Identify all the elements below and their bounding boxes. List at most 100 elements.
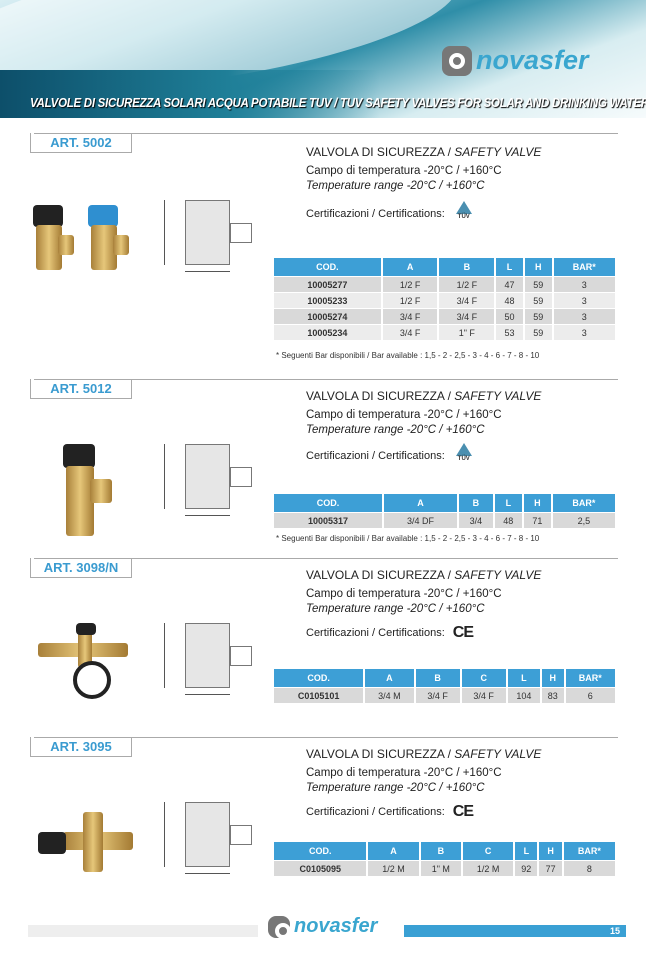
dimension-h — [164, 802, 165, 867]
drawing-valve-body — [185, 200, 230, 265]
dimension-h — [164, 623, 165, 688]
column-header: COD. — [274, 669, 364, 687]
product-photo — [28, 444, 148, 536]
dimension-l — [185, 873, 230, 874]
table-cell: 3/4 F — [461, 688, 506, 703]
section-divider — [34, 558, 618, 559]
article-number: ART. 5002 — [30, 133, 132, 153]
footer-logo: novasfer — [264, 915, 382, 939]
column-header: L — [496, 258, 523, 276]
title-english: SAFETY VALVE — [454, 389, 542, 403]
certifications: Certificazioni / Certifications: CE — [306, 803, 474, 821]
dimension-l — [185, 694, 230, 695]
dimension-h — [164, 444, 165, 509]
drawing-outlet — [230, 825, 252, 845]
table-cell: 1/2 F — [382, 293, 438, 308]
technical-drawing — [160, 618, 265, 698]
table-cell: 8 — [563, 861, 615, 876]
table-cell: 3/4 M — [365, 688, 414, 703]
table-cell: 1/2 F — [439, 277, 495, 292]
certifications: Certificazioni / Certifications: CE — [306, 624, 474, 642]
drawing-valve-body — [185, 623, 230, 688]
table-cell: 48 — [496, 293, 523, 308]
page-number: 15 — [404, 925, 626, 937]
column-header: BAR* — [565, 669, 615, 687]
product-code: C0105095 — [274, 861, 367, 876]
column-header: H — [524, 258, 552, 276]
logo-mark-icon — [268, 915, 291, 939]
column-header: A — [365, 669, 414, 687]
tuv-label: TÜV — [457, 456, 470, 462]
drawing-valve-body — [185, 802, 230, 867]
table-cell: 3/4 F — [439, 293, 495, 308]
table-cell: 6 — [565, 688, 615, 703]
table-cell: 59 — [524, 325, 552, 340]
table-cell: 77 — [539, 861, 562, 876]
brand-name: novasfer — [294, 915, 378, 937]
table-cell: 1/2 F — [382, 277, 438, 292]
temperature-range-en: Temperature range -20°C / +160°C — [306, 603, 485, 615]
table-cell: 3/4 — [459, 513, 493, 528]
column-header: C — [461, 669, 506, 687]
certifications-label: Certificazioni / Certifications: — [306, 208, 445, 220]
column-header: A — [384, 494, 458, 512]
product-code: 10005233 — [274, 293, 381, 308]
certifications-label: Certificazioni / Certifications: — [306, 450, 445, 462]
table-cell: 3 — [553, 293, 615, 308]
temperature-range-it: Campo di temperatura -20°C / +160°C — [306, 588, 502, 600]
column-header: H — [523, 494, 551, 512]
temperature-range-it: Campo di temperatura -20°C / +160°C — [306, 165, 502, 177]
column-header: L — [494, 494, 522, 512]
table-cell: 1" M — [420, 861, 462, 876]
dimension-l — [185, 271, 230, 272]
title-english: SAFETY VALVE — [454, 568, 542, 582]
column-header: B — [439, 258, 495, 276]
header-banner: novasfer VALVOLE DI SICUREZZA SOLARI ACQ… — [0, 0, 646, 118]
product-title: VALVOLA DI SICUREZZA / SAFETY VALVE — [306, 747, 541, 762]
column-header: A — [382, 258, 438, 276]
table-cell: 83 — [542, 688, 564, 703]
table-cell: 3/4 DF — [384, 513, 458, 528]
section-divider — [34, 737, 618, 738]
dimension-h — [164, 200, 165, 265]
table-cell: 92 — [515, 861, 538, 876]
table-cell: 3/4 F — [415, 688, 460, 703]
logo-mark-icon — [442, 45, 472, 76]
column-header: BAR* — [563, 842, 615, 860]
table-cell: 3/4 F — [439, 309, 495, 324]
title-italian: VALVOLA DI SICUREZZA / — [306, 145, 455, 159]
column-header: COD. — [274, 494, 383, 512]
technical-drawing — [160, 195, 265, 275]
technical-drawing — [160, 797, 265, 877]
product-description: VALVOLA DI SICUREZZA / SAFETY VALVE Camp… — [306, 389, 541, 438]
article-number: ART. 5012 — [30, 379, 132, 399]
footer-bar-left — [28, 925, 258, 937]
column-header: BAR* — [553, 258, 615, 276]
product-code: 10005274 — [274, 309, 381, 324]
table-cell: 53 — [496, 325, 523, 340]
column-header: L — [507, 669, 540, 687]
product-description: VALVOLA DI SICUREZZA / SAFETY VALVE Camp… — [306, 145, 541, 194]
certifications: Certificazioni / Certifications: TÜV — [306, 201, 475, 227]
table-cell: 1" F — [439, 325, 495, 340]
brand-name: novasfer — [476, 45, 589, 75]
temperature-range-en: Temperature range -20°C / +160°C — [306, 782, 485, 794]
table-cell: 2,5 — [552, 513, 615, 528]
column-header: H — [542, 669, 564, 687]
column-header: A — [368, 842, 419, 860]
temperature-range-it: Campo di temperatura -20°C / +160°C — [306, 767, 502, 779]
tuv-label: TÜV — [457, 214, 470, 220]
table-cell: 59 — [524, 309, 552, 324]
column-header: B — [415, 669, 460, 687]
table-cell: 3 — [553, 277, 615, 292]
certifications: Certificazioni / Certifications: TÜV — [306, 443, 475, 469]
column-header: H — [539, 842, 562, 860]
dimension-l — [185, 515, 230, 516]
drawing-outlet — [230, 223, 252, 243]
